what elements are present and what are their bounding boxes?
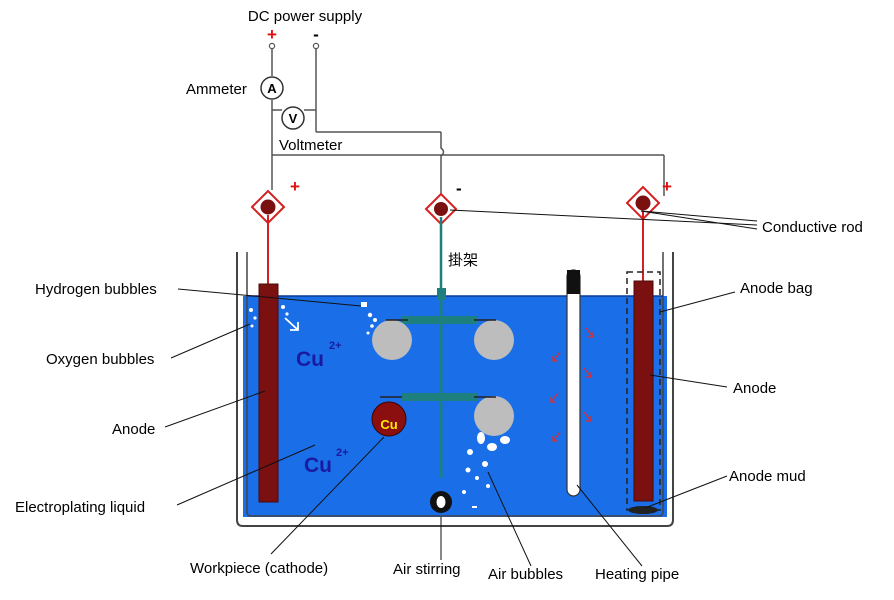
oxygen-bubbles — [249, 305, 289, 328]
ammeter-icon — [260, 76, 284, 100]
anode-right-label: Anode — [733, 380, 776, 397]
conductive-rod-label: Conductive rod — [762, 219, 863, 236]
anode-mud-label: Anode mud — [729, 468, 806, 485]
ion-label-lower: Cu — [304, 454, 332, 477]
left-clamp-plus: + — [290, 177, 300, 196]
voltmeter-icon — [281, 106, 305, 130]
positive-terminal — [268, 42, 276, 50]
left-clamp — [250, 189, 286, 225]
workpiece-label: Workpiece (cathode) — [190, 560, 328, 577]
tank-inner-wall — [246, 252, 664, 517]
cu-workpiece-text: Cu — [380, 417, 397, 432]
air-bubbles-group — [462, 432, 510, 508]
negative-terminal — [312, 42, 320, 50]
ion-charge-lower: 2+ — [336, 447, 349, 459]
ion-charge-upper: 2+ — [329, 340, 342, 352]
electroplating-liquid-label: Electroplating liquid — [15, 499, 145, 516]
right-clamp — [625, 185, 661, 221]
anode-bag-label: Anode bag — [740, 280, 813, 297]
voltmeter-label: Voltmeter — [279, 137, 342, 154]
ammeter-symbol: A — [267, 81, 277, 96]
voltmeter-symbol: V — [289, 111, 298, 126]
ion-motion-arrow — [284, 317, 299, 331]
hydrogen-bubbles-label: Hydrogen bubbles — [35, 281, 157, 298]
electroplating-liquid — [243, 296, 667, 517]
heating-pipe-cap — [567, 270, 580, 294]
anode-left-label: Anode — [112, 421, 155, 438]
oxygen-bubbles-label: Oxygen bubbles — [46, 351, 154, 368]
power-plus-sign: + — [267, 25, 277, 44]
cu-workpiece — [371, 401, 407, 437]
anode-bag — [626, 271, 661, 511]
middle-clamp-minus: - — [456, 179, 462, 198]
power-supply-label: DC power supply — [248, 8, 363, 25]
rack — [402, 288, 478, 478]
middle-clamp — [424, 192, 458, 226]
left-anode — [258, 283, 279, 503]
heating-pipe — [566, 269, 581, 497]
air-bubbles-label: Air bubbles — [488, 566, 563, 583]
right-clamp-plus: + — [662, 177, 672, 196]
anode-mud — [628, 506, 658, 514]
air-stirring-label: Air stirring — [393, 561, 461, 578]
rack-label: 掛架 — [448, 252, 478, 269]
power-minus-sign: - — [313, 25, 319, 44]
heating-pipe-label: Heating pipe — [595, 566, 679, 583]
leader-lines — [164, 209, 758, 567]
right-anode — [633, 280, 654, 502]
heat-arrows — [550, 327, 594, 442]
workpiece-discs — [372, 320, 514, 436]
tank-outer-wall — [236, 252, 674, 527]
circuit-wires — [271, 48, 665, 196]
air-stirring-hole — [436, 496, 446, 508]
hydrogen-bubbles — [361, 302, 377, 335]
ammeter-label: Ammeter — [186, 81, 247, 98]
ion-label-upper: Cu — [296, 348, 324, 371]
